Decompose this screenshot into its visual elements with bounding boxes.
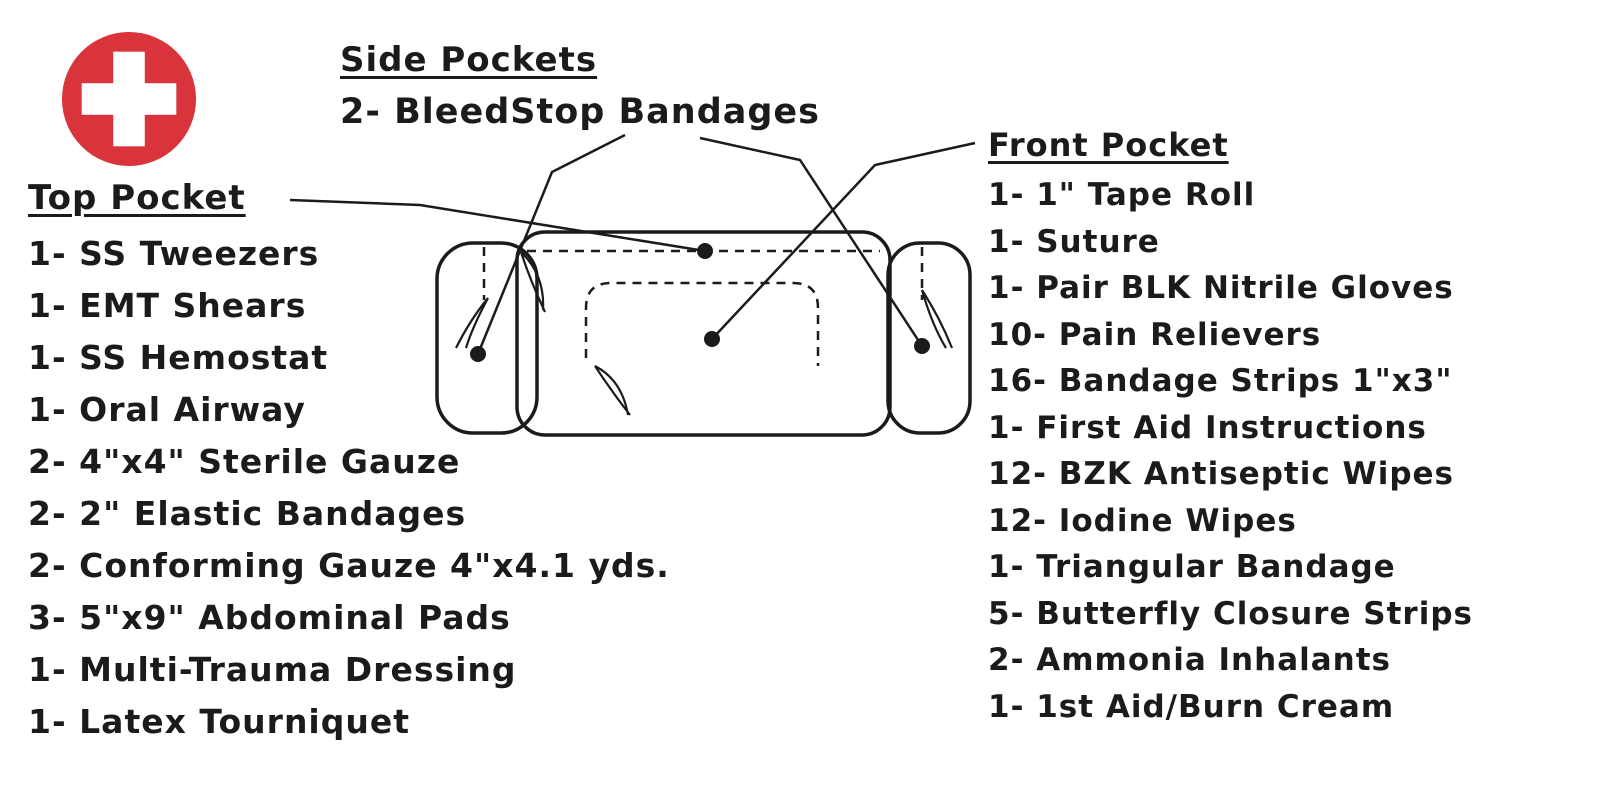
front-pocket-item: 2- Ammonia Inhalants: [988, 642, 1392, 678]
zipper-pull: [519, 251, 546, 313]
top-pocket-item: 1- Multi-Trauma Dressing: [28, 650, 517, 689]
side-pockets-item: 2- BleedStop Bandages: [340, 92, 820, 132]
top-pocket-heading: Top Pocket: [28, 178, 246, 218]
top-pocket-item: 2- 4"x4" Sterile Gauze: [28, 442, 461, 481]
front-pocket-item: 1- 1st Aid/Burn Cream: [988, 688, 1395, 725]
side-pockets-heading: Side Pockets: [340, 40, 598, 80]
zipper-pull: [594, 365, 631, 416]
front-pocket-item: 1- Pair BLK Nitrile Gloves: [988, 270, 1454, 306]
zipper-pull: [920, 289, 954, 349]
top-pocket-item: 1- Latex Tourniquet: [28, 702, 411, 741]
front-pocket-item: 16- Bandage Strips 1"x3": [988, 363, 1453, 399]
top-pocket-item: 2- 2" Elastic Bandages: [28, 494, 467, 533]
dot-front-pocket: [704, 331, 720, 347]
callout-front-pocket: [711, 141, 976, 340]
red-cross-icon: [61, 31, 197, 167]
top-pocket-item: 3- 5"x9" Abdominal Pads: [28, 598, 511, 637]
top-pocket-list: 1- SS Tweezers 1- EMT Shears 1- SS Hemos…: [28, 228, 670, 748]
top-pocket-item: 1- SS Hemostat: [28, 338, 329, 377]
dot-top-pocket: [697, 243, 713, 259]
callout-side-left: [476, 133, 626, 355]
front-zipper: [584, 281, 820, 366]
zipper-pull: [455, 297, 489, 349]
callout-top-pocket: [289, 198, 706, 253]
front-pocket-heading: Front Pocket: [988, 126, 1229, 164]
front-pocket-item: 12- BZK Antiseptic Wipes: [988, 456, 1454, 492]
front-pocket-list: 1- 1" Tape Roll 1- Suture 1- Pair BLK Ni…: [988, 172, 1473, 730]
front-pocket-item: 1- Suture: [988, 223, 1160, 260]
main-compartment: [515, 230, 892, 437]
top-pocket-item: 1- Oral Airway: [28, 390, 306, 429]
front-pocket-item: 12- Iodine Wipes: [988, 502, 1297, 539]
dot-side-right: [914, 338, 930, 354]
top-pocket-item: 1- SS Tweezers: [28, 234, 320, 273]
top-pocket-item: 1- EMT Shears: [28, 286, 307, 325]
callout-side-right: [699, 136, 924, 347]
front-pocket-item: 1- Triangular Bandage: [988, 549, 1396, 585]
right-side-pocket: [886, 241, 972, 435]
front-pocket-item: 1- First Aid Instructions: [988, 409, 1427, 446]
front-pocket-item: 10- Pain Relievers: [988, 316, 1322, 353]
front-pocket-item: 1- 1" Tape Roll: [988, 177, 1256, 213]
top-pocket-item: 2- Conforming Gauze 4"x4.1 yds.: [28, 546, 670, 585]
dot-side-left: [470, 346, 486, 362]
front-pocket-item: 5- Butterfly Closure Strips: [988, 595, 1473, 632]
left-side-pocket: [435, 241, 539, 435]
